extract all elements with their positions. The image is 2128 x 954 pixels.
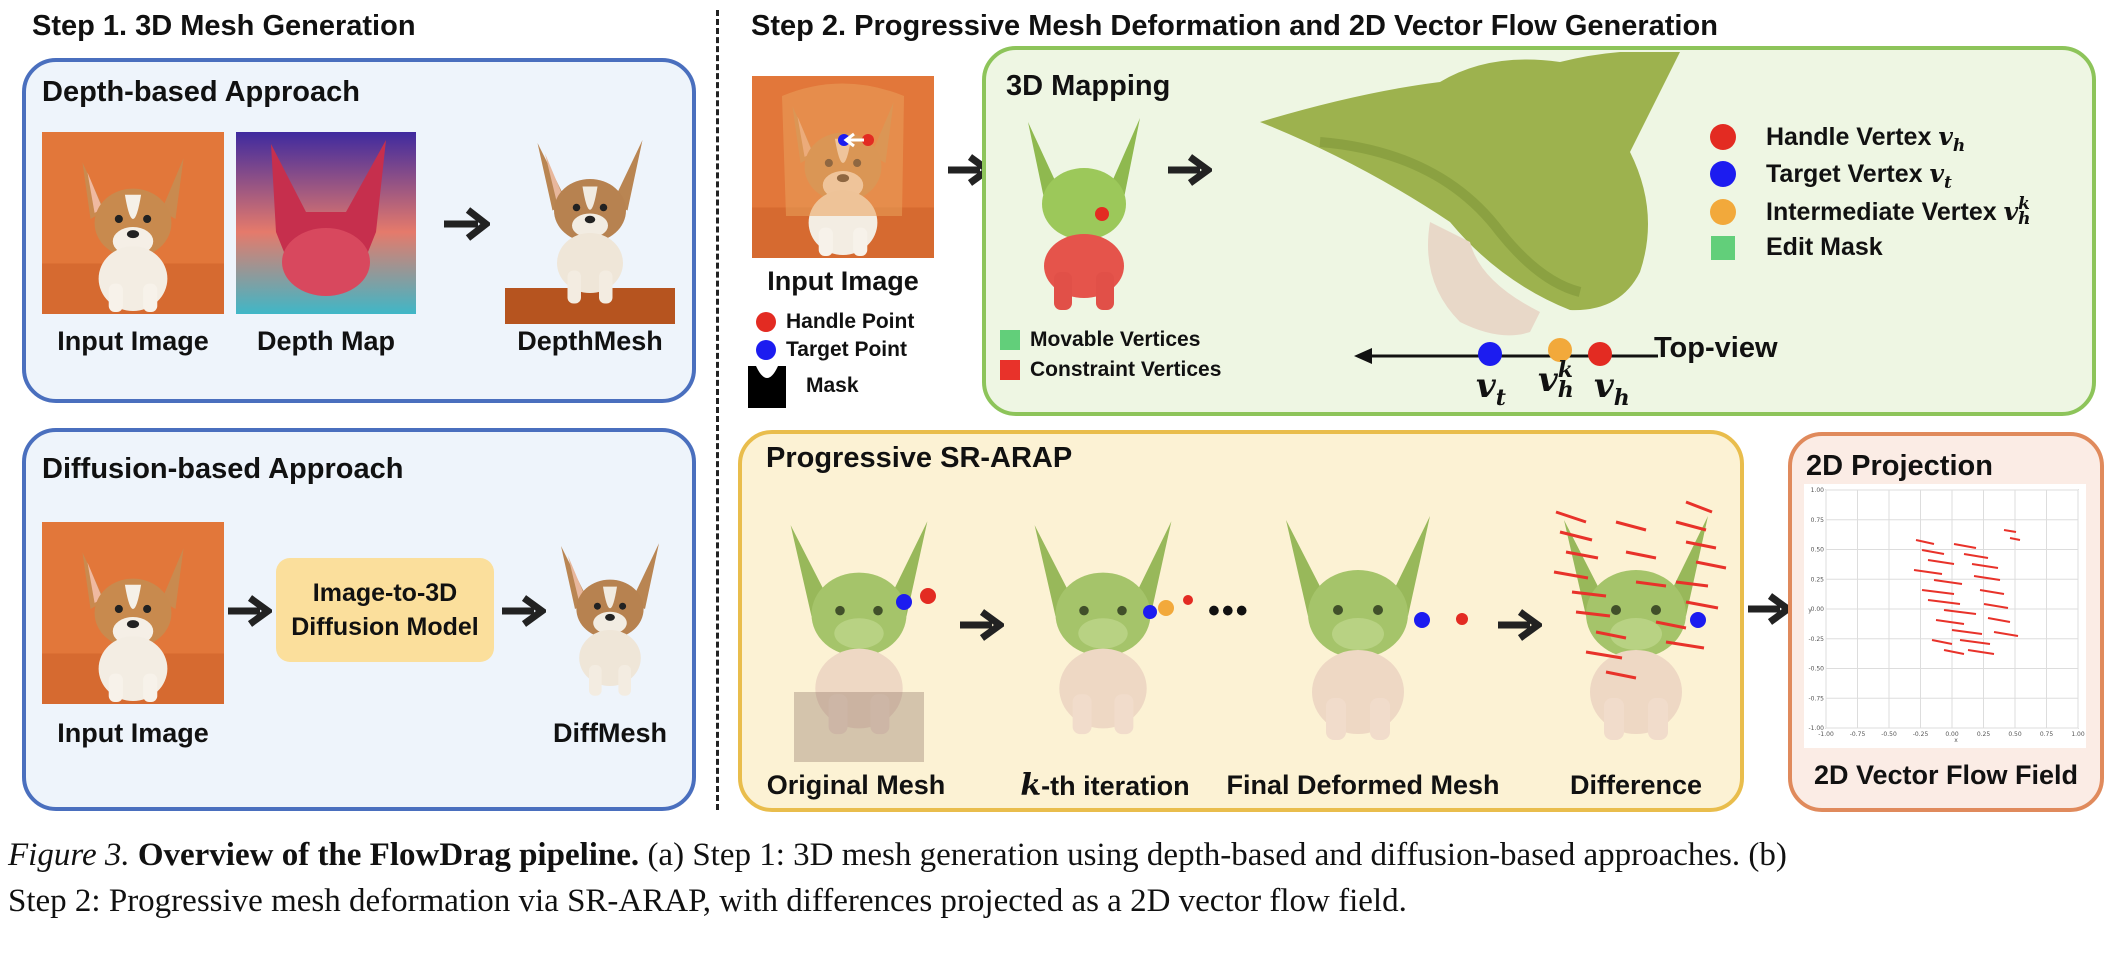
depth-map-image	[236, 132, 416, 314]
topview-target-dot	[1478, 342, 1502, 366]
caption-title: Overview of the FlowDrag pipeline.	[137, 837, 640, 873]
handle-point-dot	[756, 312, 776, 332]
diffusion-model-line1: Image-to-3D	[312, 579, 458, 607]
depth-input-image	[42, 132, 224, 314]
flow-x-tick-label: -0.50	[1881, 731, 1897, 738]
legend-handle-point: Handle Point	[786, 310, 915, 333]
srarap-final-handle-dot	[1456, 613, 1468, 625]
movable-swatch	[1000, 330, 1020, 350]
caption-line-1: Figure 3. Overview of the FlowDrag pipel…	[8, 832, 2120, 878]
caption-fig-number: Figure 3.	[8, 837, 130, 873]
flow-x-tick-label: -0.75	[1850, 731, 1866, 738]
flow-y-axis-label: y	[1808, 607, 1812, 614]
projection-title: 2D Projection	[1806, 450, 1993, 482]
srarap-label-difference: Difference	[1569, 770, 1703, 800]
legend-constraint: Constraint Vertices	[1030, 358, 1222, 381]
mask-icon	[748, 366, 786, 408]
srarap-arrow-1	[960, 609, 1004, 641]
flow-x-tick-label: 0.00	[1945, 731, 1959, 738]
legend-mask: Mask	[806, 374, 859, 397]
mapping-arrow-mid	[1168, 154, 1212, 186]
legend-target-point: Target Point	[786, 338, 907, 361]
target-point-dot	[756, 340, 776, 360]
mapping-mesh	[1028, 118, 1140, 310]
srarap-difference-mesh	[1553, 500, 1727, 740]
legend-dot-intermediate-vertex	[1710, 199, 1736, 225]
diffmesh-render	[561, 543, 659, 696]
caption-line-2: Step 2: Progressive mesh deformation via…	[8, 883, 1407, 919]
diffusion-label-input: Input Image	[57, 718, 209, 748]
flow-y-tick-label: -0.25	[1808, 636, 1824, 643]
flow-x-axis-label: x	[1954, 737, 1958, 744]
mapping-title: 3D Mapping	[1006, 70, 1171, 102]
step2-input-image	[752, 76, 934, 258]
flow-y-tick-label: -0.50	[1808, 666, 1824, 673]
projection-arrow	[1748, 593, 1792, 625]
topview-intermediate-dot	[1548, 338, 1572, 362]
srarap-label-final: Final Deformed Mesh	[1226, 770, 1500, 800]
diffusion-model-line2: Diffusion Model	[291, 613, 479, 641]
flow-y-tick-label: -0.75	[1808, 695, 1824, 702]
depth-label-depthmesh: DepthMesh	[517, 326, 663, 356]
flow-x-tick-label: 0.50	[2008, 731, 2022, 738]
figure-caption: Figure 3. Overview of the FlowDrag pipel…	[8, 832, 2120, 924]
legend-edit-mask: Edit Mask	[1766, 233, 1883, 261]
diffusion-arrow-2	[502, 595, 546, 627]
projection-label: 2D Vector Flow Field	[1813, 760, 2079, 790]
flow-x-tick-label: -1.00	[1818, 731, 1834, 738]
legend-swatch-edit-mask	[1711, 236, 1735, 260]
diffusion-arrow-1	[228, 595, 272, 627]
depth-label-input: Input Image	[57, 326, 209, 356]
flow-y-tick-label: 0.00	[1811, 606, 1825, 613]
srarap-arrow-2	[1498, 609, 1542, 641]
diffusion-input-image	[42, 522, 224, 704]
legend-target-vertex: Target Vertex vt	[1766, 159, 1952, 193]
flow-y-tick-label: 0.50	[1811, 547, 1825, 554]
topview-label: Top-view	[1654, 332, 1778, 364]
diffusion-label-diffmesh: DiffMesh	[553, 718, 667, 748]
legend-movable: Movable Vertices	[1030, 328, 1201, 351]
topview-mesh	[1260, 52, 1680, 336]
flow-y-tick-label: 1.00	[1811, 487, 1825, 494]
srarap-ellipsis: •••	[1208, 592, 1250, 630]
step2-input-label: Input Image	[767, 266, 919, 296]
depthmesh-render	[505, 140, 675, 324]
topview-handle-dot	[1588, 342, 1612, 366]
constraint-swatch	[1000, 360, 1020, 380]
step2-title: Step 2. Progressive Mesh Deformation and…	[751, 10, 1718, 42]
step1-title: Step 1. 3D Mesh Generation	[32, 10, 416, 42]
flow-x-tick-label: 1.00	[2071, 731, 2085, 738]
depth-label-depthmap: Depth Map	[257, 326, 395, 356]
flow-y-tick-label: -1.00	[1808, 725, 1824, 732]
srarap-label-kth: k-th iteration	[1020, 768, 1190, 803]
legend-dot-target-vertex	[1710, 161, 1736, 187]
flow-x-tick-label: 0.25	[1977, 731, 1991, 738]
srarap-title: Progressive SR-ARAP	[766, 442, 1073, 474]
axis-label-vt: vt	[1476, 366, 1506, 411]
srarap-label-original: Original Mesh	[766, 770, 946, 800]
flow-y-tick-label: 0.75	[1811, 517, 1825, 524]
step-divider	[716, 10, 719, 810]
legend-handle-vertex: Handle Vertex vh	[1766, 122, 1966, 156]
flow-field-plot: 1.00 0.75 0.50 0.25 0.00 -0.25 -0.50 -0.75 -1.00…	[1804, 484, 2086, 748]
legend-dot-handle-vertex	[1710, 124, 1736, 150]
srarap-final-mesh	[1286, 516, 1430, 740]
axis-label-vh: vh	[1594, 366, 1630, 411]
caption-text-1: (a) Step 1: 3D mesh generation using dep…	[647, 837, 1787, 873]
flow-y-tick-label: 0.25	[1811, 576, 1825, 583]
diffusion-panel-title: Diffusion-based Approach	[42, 453, 404, 485]
flow-x-tick-label: -0.25	[1913, 731, 1929, 738]
depth-arrow	[444, 207, 490, 241]
flow-x-tick-label: 0.75	[2040, 731, 2054, 738]
srarap-original-mesh	[790, 521, 936, 762]
srarap-kth-mesh	[1034, 521, 1193, 735]
depth-panel-title: Depth-based Approach	[42, 76, 360, 108]
diffusion-model-box: Image-to-3D Diffusion Model	[276, 558, 494, 662]
